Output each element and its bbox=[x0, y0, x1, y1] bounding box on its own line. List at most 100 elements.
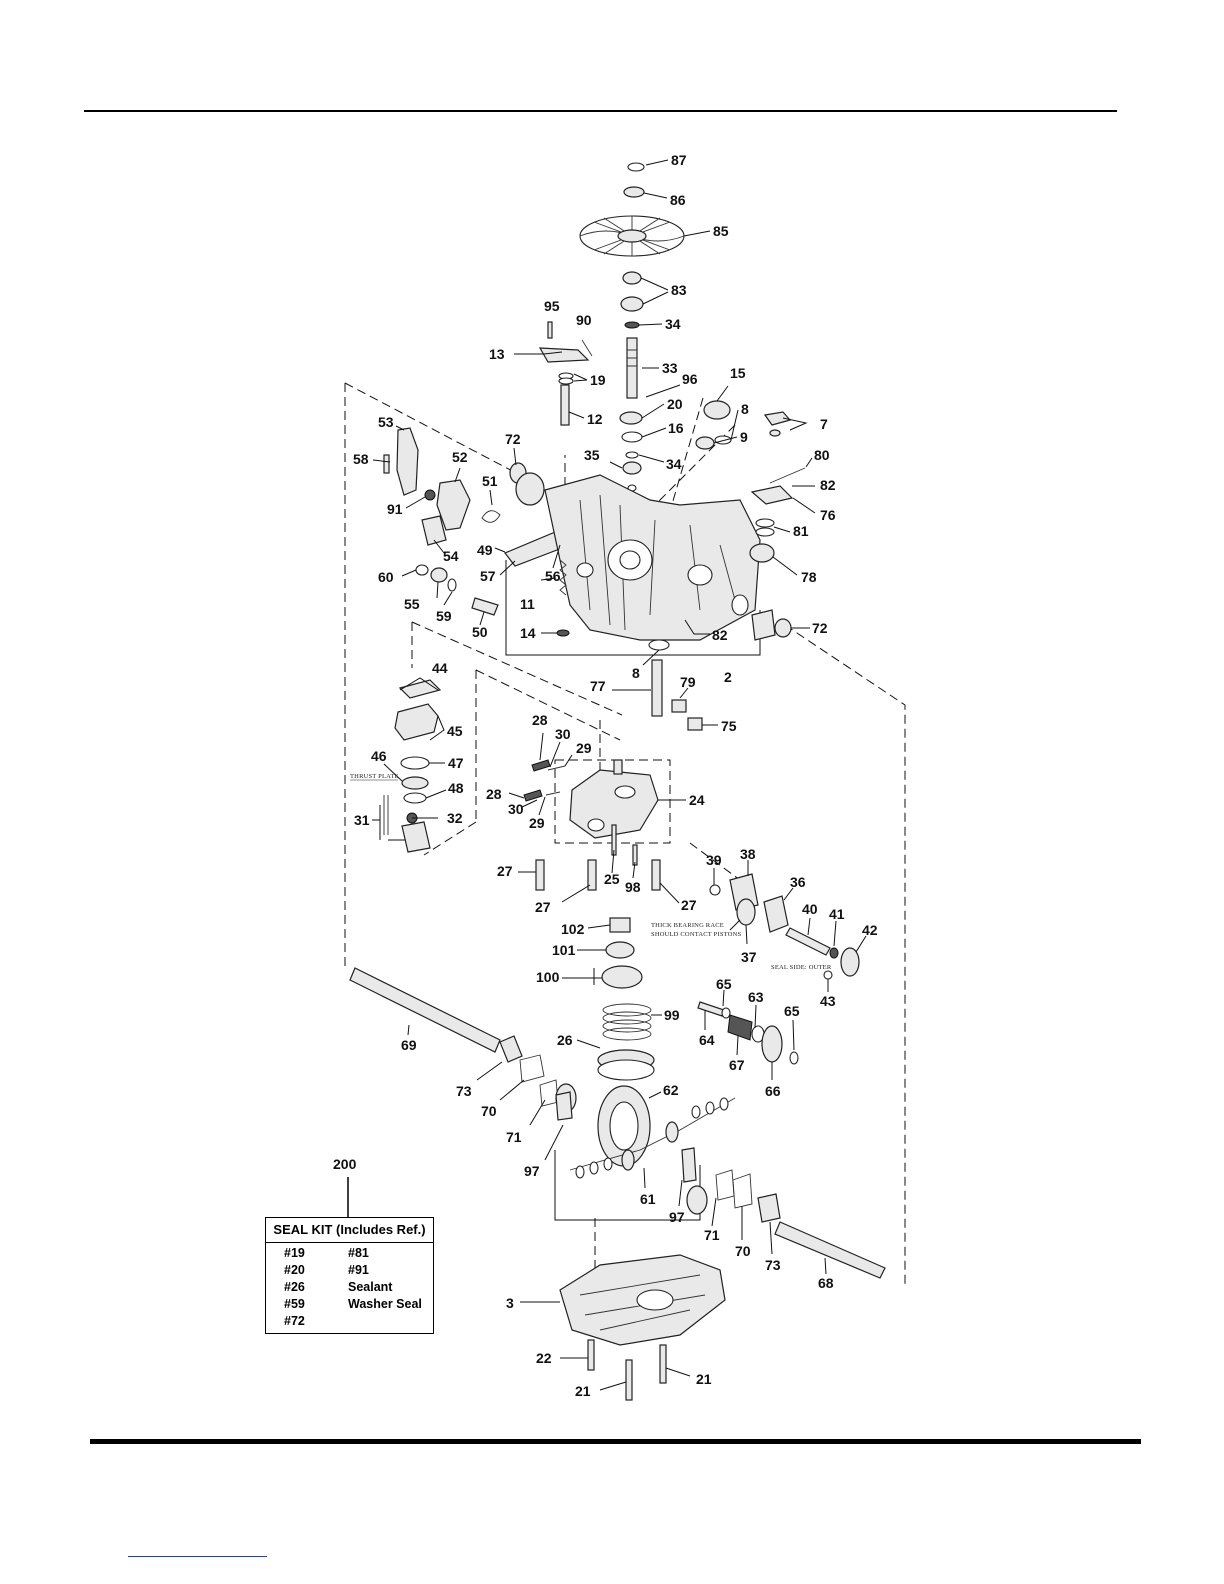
callout-labels: 87 86 85 83 34 95 90 13 19 33 96 15 20 8… bbox=[333, 152, 878, 1399]
callout-54: 54 bbox=[443, 548, 459, 564]
callout-44: 44 bbox=[432, 660, 448, 676]
callout-12: 12 bbox=[587, 411, 603, 427]
callout-28: 28 bbox=[532, 712, 548, 728]
block-75 bbox=[687, 717, 703, 731]
callout-66: 66 bbox=[765, 1083, 781, 1099]
bearing-35 bbox=[622, 461, 642, 475]
seal-41 bbox=[829, 947, 839, 959]
thrust-bearing-44 bbox=[398, 679, 442, 699]
race-47 bbox=[400, 756, 430, 770]
callout-40: 40 bbox=[802, 901, 818, 917]
arm-76 bbox=[750, 485, 794, 505]
callout-75: 75 bbox=[721, 718, 737, 734]
callout-52: 52 bbox=[452, 449, 468, 465]
disc-8a bbox=[714, 435, 732, 445]
callout-30: 30 bbox=[508, 801, 524, 817]
washer-65b bbox=[789, 1051, 799, 1065]
pump-100 bbox=[601, 965, 643, 989]
bushing-73b bbox=[757, 1193, 781, 1223]
callout-49: 49 bbox=[477, 542, 493, 558]
spring-29 bbox=[545, 765, 566, 796]
callout-200: 200 bbox=[333, 1156, 357, 1172]
callout-65: 65 bbox=[784, 1003, 800, 1019]
callout-27: 27 bbox=[535, 899, 551, 915]
ring-16 bbox=[621, 431, 643, 443]
header-rule bbox=[84, 110, 1117, 112]
callout-15: 15 bbox=[730, 365, 746, 381]
bearing-67 bbox=[727, 1014, 753, 1041]
callout-72: 72 bbox=[505, 431, 521, 447]
callout-60: 60 bbox=[378, 569, 394, 585]
diagram-notes: THRUST PLATE THICK BEARING RACE SHOULD C… bbox=[350, 773, 832, 971]
callout-100: 100 bbox=[536, 969, 560, 985]
seal-kit-item: Washer Seal bbox=[348, 1297, 422, 1311]
seal-kit-item: #26 bbox=[284, 1280, 305, 1294]
callout-80: 80 bbox=[814, 447, 830, 463]
callout-73: 73 bbox=[456, 1083, 472, 1099]
bolt-27a bbox=[535, 859, 545, 891]
lever-52 bbox=[436, 479, 471, 531]
washer-71a bbox=[539, 1079, 559, 1107]
callout-29: 29 bbox=[576, 740, 592, 756]
callout-33: 33 bbox=[662, 360, 678, 376]
cylinder-block bbox=[401, 821, 431, 853]
callout-14: 14 bbox=[520, 625, 536, 641]
ring-43 bbox=[823, 970, 833, 980]
shaft-12 bbox=[560, 384, 570, 426]
disc-8b bbox=[648, 639, 670, 651]
callout-36: 36 bbox=[790, 874, 806, 890]
bolt-21b bbox=[659, 1344, 667, 1384]
callout-91: 91 bbox=[387, 501, 403, 517]
o-rings-81 bbox=[755, 518, 775, 528]
callout-76: 76 bbox=[820, 507, 836, 523]
seal-kit-item: #20 bbox=[284, 1263, 305, 1277]
block-79 bbox=[671, 699, 687, 713]
callout-70: 70 bbox=[481, 1103, 497, 1119]
callout-37: 37 bbox=[741, 949, 757, 965]
footer-link-underline[interactable] bbox=[128, 1556, 267, 1557]
callout-69: 69 bbox=[401, 1037, 417, 1053]
callout-81: 81 bbox=[793, 523, 809, 539]
callout-62: 62 bbox=[663, 1082, 679, 1098]
note-thick-race-2: SHOULD CONTACT PISTONS bbox=[651, 931, 742, 938]
block-54 bbox=[421, 515, 447, 546]
seal-78 bbox=[749, 543, 775, 563]
callout-7: 7 bbox=[820, 416, 828, 432]
bolt-22 bbox=[587, 1339, 595, 1371]
arm-53 bbox=[396, 427, 419, 496]
callout-77: 77 bbox=[590, 678, 606, 694]
seal-55 bbox=[430, 567, 448, 583]
callout-101: 101 bbox=[552, 942, 576, 958]
bushing-72b bbox=[774, 618, 792, 638]
bolt-21a bbox=[625, 1359, 633, 1401]
callout-59: 59 bbox=[436, 608, 452, 624]
seal-kit-item: #19 bbox=[284, 1246, 305, 1260]
spring-90 bbox=[581, 339, 593, 357]
callout-42: 42 bbox=[862, 922, 878, 938]
callout-9: 9 bbox=[740, 429, 748, 445]
bracket-97b bbox=[681, 1147, 697, 1183]
note-thrust-plate: THRUST PLATE bbox=[350, 773, 399, 780]
callout-30: 30 bbox=[555, 726, 571, 742]
arm-13 bbox=[538, 347, 590, 363]
callout-99: 99 bbox=[664, 1007, 680, 1023]
callout-82: 82 bbox=[712, 627, 728, 643]
rod-80 bbox=[769, 467, 806, 484]
seal-kit-item: #81 bbox=[348, 1246, 369, 1260]
shaft-64 bbox=[697, 1001, 725, 1017]
callout-95: 95 bbox=[544, 298, 560, 314]
shaft-40 bbox=[785, 927, 831, 956]
footer-rule bbox=[90, 1439, 1141, 1444]
washer-39 bbox=[709, 884, 721, 896]
bevel-gear-b bbox=[686, 1185, 708, 1215]
swashplate-45 bbox=[394, 703, 439, 741]
callout-78: 78 bbox=[801, 569, 817, 585]
callout-47: 47 bbox=[448, 755, 464, 771]
clip-51 bbox=[481, 510, 501, 523]
callout-73: 73 bbox=[765, 1257, 781, 1273]
seal-kit-item: #72 bbox=[284, 1314, 305, 1328]
seal-kit-item: #59 bbox=[284, 1297, 305, 1311]
input-shaft-33 bbox=[626, 337, 638, 399]
